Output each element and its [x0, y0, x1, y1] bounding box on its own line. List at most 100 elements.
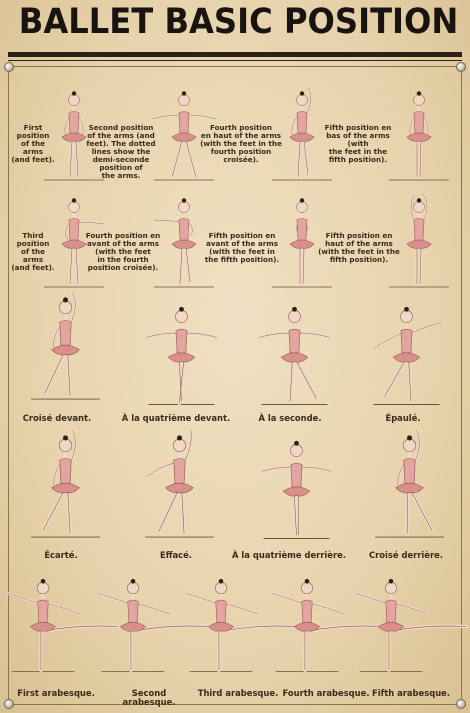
neck	[389, 593, 393, 600]
caption-third-arabesque: Third arabesque.	[197, 688, 279, 698]
third-position-dancer	[44, 192, 106, 292]
first-arabesque-dancer	[6, 572, 120, 677]
dancer-icon	[44, 198, 106, 288]
hair	[288, 311, 301, 316]
dancer-icon	[375, 429, 444, 538]
head	[58, 300, 73, 314]
corner-screw-icon	[4, 62, 14, 72]
leotard	[413, 111, 425, 134]
leg-outline	[75, 247, 79, 285]
ecarte-dancer	[31, 428, 100, 543]
neck	[177, 451, 182, 458]
neck	[63, 451, 68, 458]
head	[37, 582, 49, 595]
leotard	[301, 599, 313, 623]
leotard	[413, 218, 425, 241]
neck	[179, 322, 184, 329]
hair	[400, 311, 413, 316]
arm-outline	[53, 462, 62, 486]
dancer-icon	[354, 578, 468, 672]
leg-outline	[75, 140, 79, 178]
arm-outline	[259, 332, 291, 338]
arm-outline	[305, 86, 311, 116]
leotard	[178, 111, 190, 134]
hair-bun	[218, 578, 224, 584]
leotard	[175, 328, 188, 354]
arm-outline	[291, 114, 299, 136]
tutu-skirt	[395, 482, 424, 494]
hair-bun	[179, 306, 184, 312]
leotard	[400, 328, 413, 354]
leg-outline	[171, 140, 183, 178]
head	[68, 201, 80, 213]
head	[296, 94, 308, 106]
arm-outline	[153, 219, 181, 223]
arm-outline	[185, 593, 217, 604]
corner-screw-icon	[456, 699, 466, 709]
arm-outline	[410, 321, 442, 334]
caption-quatrieme-derriere: À la quatrième derrière.	[232, 550, 346, 560]
head	[290, 444, 303, 457]
hair-bun	[304, 578, 310, 584]
dancer-icon	[150, 91, 218, 181]
caption-croise-derriere: Croisé derrière.	[369, 550, 443, 560]
dancer-icon	[389, 192, 449, 288]
leotard	[68, 111, 80, 134]
caption-ecarte: Écarté.	[44, 550, 78, 560]
hair-bun	[71, 198, 77, 203]
second-arabesque-dancer	[96, 572, 210, 677]
hair	[175, 311, 188, 316]
quatrieme-devant-dancer	[144, 300, 219, 410]
head	[172, 438, 187, 452]
leg-outline	[185, 247, 191, 283]
arm	[146, 461, 177, 478]
dancer-icon	[184, 578, 298, 672]
leg-outline	[179, 361, 184, 404]
fourth-arabesque-dancer	[270, 572, 384, 677]
caption-fourth-arabesque: Fourth arabesque.	[282, 688, 370, 698]
poster-frame	[8, 66, 462, 705]
tutu-skirt	[378, 622, 404, 632]
hair-bun	[292, 306, 297, 312]
leotard	[296, 111, 308, 134]
hair	[296, 95, 308, 99]
leg-outline	[296, 361, 317, 400]
hair-bun	[62, 435, 69, 441]
leotard	[37, 599, 49, 623]
hair	[385, 582, 397, 587]
neck	[292, 322, 297, 329]
poster-title: BALLET BASIC POSITION	[18, 2, 459, 42]
dancer-icon	[144, 306, 219, 406]
dancer-icon	[145, 429, 214, 538]
second-position-dancer	[150, 85, 218, 185]
caption-croise-devant: Croisé devant.	[22, 413, 92, 423]
croise-derriere-dancer	[375, 428, 444, 543]
tutu-skirt	[61, 132, 87, 142]
arm-outline	[65, 221, 71, 241]
tutu-skirt	[289, 132, 315, 142]
head	[301, 582, 313, 595]
leotard	[173, 458, 186, 484]
title-rule	[8, 52, 462, 57]
neck	[294, 456, 299, 463]
dancer-icon	[31, 291, 100, 400]
title-rule-thin	[8, 60, 462, 61]
leg-outline	[384, 361, 405, 397]
dancer-icon	[259, 440, 334, 539]
tutu-skirt	[167, 352, 196, 363]
leg-outline	[69, 140, 73, 178]
fifth-en-haut-dancer	[389, 192, 449, 292]
tutu-skirt	[165, 482, 194, 494]
neck	[300, 105, 304, 111]
hair	[59, 301, 72, 307]
tutu-skirt	[280, 352, 309, 363]
caption-efface: Effacé.	[160, 550, 192, 560]
hair	[173, 439, 186, 445]
caption-epaule: Épaulé.	[385, 413, 421, 423]
leotard	[68, 218, 80, 241]
caption-fourth-en-avant: Fourth position en avant of the arms (wi…	[85, 231, 161, 273]
caption-third-position: Third position of the arms (and feet).	[11, 231, 55, 273]
caption-fifth-arabesque: Fifth arabesque.	[371, 688, 451, 698]
arm-outline	[261, 466, 293, 472]
dancer-icon	[272, 198, 332, 288]
